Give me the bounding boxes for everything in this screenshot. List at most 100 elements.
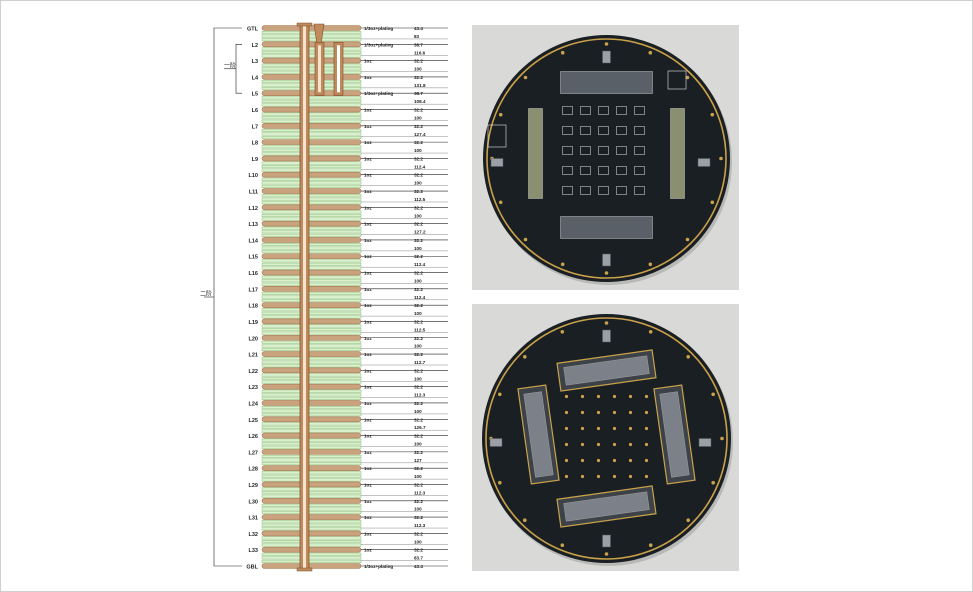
copper-weight-label: 1oz bbox=[364, 417, 372, 422]
copper-thickness-label: 32.2 bbox=[414, 482, 423, 487]
layer-name-label: L21 bbox=[249, 353, 258, 359]
dielectric-sheet bbox=[261, 536, 362, 540]
dielectric-sheet bbox=[261, 226, 362, 230]
dielectric-sheet bbox=[261, 181, 362, 185]
copper-weight-label: 1oz bbox=[364, 75, 372, 80]
test-pad bbox=[644, 474, 649, 479]
dielectric-sheet bbox=[261, 165, 362, 169]
copper-weight-label: 1oz bbox=[364, 205, 372, 210]
component-footprint bbox=[580, 186, 591, 195]
layer-name-label: L15 bbox=[249, 255, 258, 261]
buried-via-hole bbox=[318, 45, 321, 93]
copper-thickness-label: 43.4 bbox=[414, 564, 423, 569]
copper-layer-l15 bbox=[261, 253, 362, 260]
dielectric-sheet bbox=[261, 299, 362, 303]
component-footprint bbox=[616, 106, 627, 115]
dielectric-thickness-label: 112.3 bbox=[414, 393, 426, 398]
dielectric-thickness-label: 112.3 bbox=[414, 490, 426, 495]
copper-weight-label: 1oz bbox=[364, 336, 372, 341]
test-pad bbox=[612, 442, 617, 447]
dielectric-sheet bbox=[261, 315, 362, 319]
test-pad bbox=[564, 474, 569, 479]
mounting-hole bbox=[523, 75, 528, 80]
dielectric-sheet bbox=[261, 445, 362, 449]
copper-thickness-label: 32.2 bbox=[414, 434, 423, 439]
layer-name-label: L20 bbox=[249, 336, 258, 342]
copper-thickness-label: 32.2 bbox=[414, 156, 423, 161]
component-footprint bbox=[616, 126, 627, 135]
dielectric-sheet bbox=[261, 376, 362, 381]
dielectric-sheet bbox=[261, 540, 362, 544]
dielectric-thickness-label: 100 bbox=[414, 115, 422, 120]
copper-weight-label: 1oz bbox=[364, 482, 372, 487]
test-pad bbox=[596, 458, 601, 463]
dielectric-sheet bbox=[261, 357, 362, 361]
dielectric-thickness-label: 127 bbox=[414, 458, 422, 463]
copper-layer-l5 bbox=[261, 90, 362, 97]
copper-thickness-label: 32.2 bbox=[414, 205, 423, 210]
dielectric-sheet bbox=[261, 491, 362, 495]
mounting-hole bbox=[523, 355, 527, 359]
copper-layer-l28 bbox=[261, 465, 362, 471]
dielectric-sheet bbox=[261, 99, 362, 103]
copper-layer-l29 bbox=[261, 481, 362, 488]
dielectric-sheet bbox=[261, 50, 362, 54]
copper-weight-label: 1oz bbox=[364, 59, 372, 64]
component-footprint bbox=[580, 106, 591, 115]
copper-weight-label: 1oz bbox=[364, 385, 372, 390]
component-footprint bbox=[598, 146, 609, 155]
component-footprint bbox=[598, 106, 609, 115]
dielectric-sheet bbox=[261, 168, 362, 172]
edge-connector bbox=[698, 438, 712, 447]
layer-name-label: L14 bbox=[249, 238, 259, 244]
copper-thickness-label: 43.4 bbox=[414, 26, 423, 31]
dielectric-thickness-label: 100 bbox=[414, 376, 422, 381]
test-pad bbox=[596, 426, 601, 431]
mounting-hole bbox=[604, 552, 609, 556]
board-edge-ring bbox=[485, 317, 728, 560]
lamination-bracket-outer bbox=[213, 27, 242, 567]
dielectric-sheet bbox=[261, 364, 362, 368]
layer-name-label: L7 bbox=[252, 124, 258, 130]
dielectric-sheet bbox=[261, 347, 362, 352]
copper-layer-l14 bbox=[261, 237, 362, 243]
dielectric-thickness-label: 100 bbox=[414, 442, 422, 447]
copper-weight-label: 1oz bbox=[364, 450, 372, 455]
copper-thickness-label: 32.2 bbox=[414, 75, 423, 80]
copper-weight-label: 1oz bbox=[364, 368, 372, 373]
dielectric-thickness-label: 100 bbox=[414, 279, 422, 284]
layer-name-label: L28 bbox=[249, 467, 258, 473]
copper-thickness-label: 32.2 bbox=[414, 238, 423, 243]
component-footprint bbox=[562, 106, 573, 115]
copper-weight-label: 1oz bbox=[364, 466, 372, 471]
dielectric-thickness-label: 100 bbox=[414, 246, 422, 251]
dielectric-sheet bbox=[261, 242, 362, 247]
test-pad bbox=[564, 442, 569, 447]
dielectric-thickness-label: 116.6 bbox=[414, 50, 426, 55]
copper-thickness-label: 32.2 bbox=[414, 450, 423, 455]
copper-weight-label: 1oz bbox=[364, 303, 372, 308]
mounting-hole bbox=[686, 355, 690, 359]
copper-thickness-label: 32.2 bbox=[414, 385, 423, 390]
test-pad bbox=[644, 458, 649, 463]
copper-weight-label: 1oz bbox=[364, 401, 372, 406]
test-pad bbox=[580, 474, 585, 479]
mounting-hole bbox=[648, 262, 653, 267]
mounting-hole bbox=[523, 518, 527, 522]
mounting-hole bbox=[719, 156, 723, 161]
connector-strip-right bbox=[670, 108, 685, 199]
dielectric-sheet bbox=[261, 266, 362, 270]
pcb-photo-top-side bbox=[472, 25, 739, 290]
mounting-hole bbox=[604, 42, 609, 46]
copper-layer-l33 bbox=[261, 546, 362, 553]
copper-layer-l6 bbox=[261, 106, 362, 113]
dielectric-thickness-label: 83 bbox=[414, 34, 420, 39]
copper-layer-l8 bbox=[261, 139, 362, 145]
copper-thickness-label: 32.2 bbox=[414, 222, 423, 227]
layer-name-label: L32 bbox=[249, 532, 258, 538]
connector-strip-top bbox=[560, 71, 653, 94]
test-pad bbox=[580, 410, 585, 415]
dielectric-sheet bbox=[261, 38, 362, 42]
copper-weight-label: 1oz bbox=[364, 548, 372, 553]
